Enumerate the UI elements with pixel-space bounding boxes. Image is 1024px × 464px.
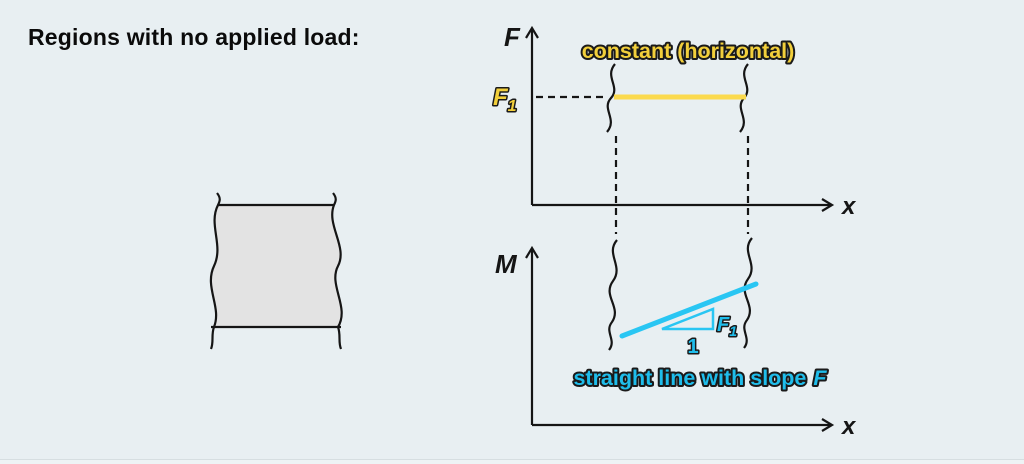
slope-triangle [661, 307, 715, 331]
diagram-panel: F x F1 constant (horizontal) M x F1 1 st… [492, 22, 858, 440]
moment-sloped-line [619, 281, 759, 339]
moment-y-axis-label: M [495, 249, 518, 279]
bottom-strip [0, 460, 1024, 464]
bottom-divider [0, 459, 1024, 460]
beam-body [210, 205, 342, 327]
shear-y-axis-label: F [504, 22, 521, 52]
shear-left-break-squiggle [606, 63, 616, 133]
shear-annotation: constant (horizontal) [582, 39, 795, 63]
beam-right-cut-wave [331, 192, 343, 350]
moment-y-axis-arrow-icon [525, 245, 539, 259]
moment-right-break-squiggle [743, 237, 753, 349]
shear-diagram: F x F1 constant (horizontal) [492, 22, 858, 220]
moment-x-axis-label: x [840, 413, 857, 440]
slope-run-label: 1 [687, 336, 698, 358]
shear-value-label: F1 [493, 84, 517, 115]
slope-rise-label: F1 [717, 314, 737, 339]
moment-left-break-squiggle [608, 239, 618, 351]
beam-left-cut-wave [209, 192, 221, 350]
shear-x-axis-label: x [840, 193, 857, 220]
beam-segment-figure [209, 192, 343, 350]
page-title: Regions with no applied load: [28, 24, 360, 50]
moment-x-axis-arrow-icon [821, 418, 835, 432]
shear-y-axis-arrow-icon [525, 25, 539, 39]
shear-x-axis-arrow-icon [821, 198, 835, 212]
